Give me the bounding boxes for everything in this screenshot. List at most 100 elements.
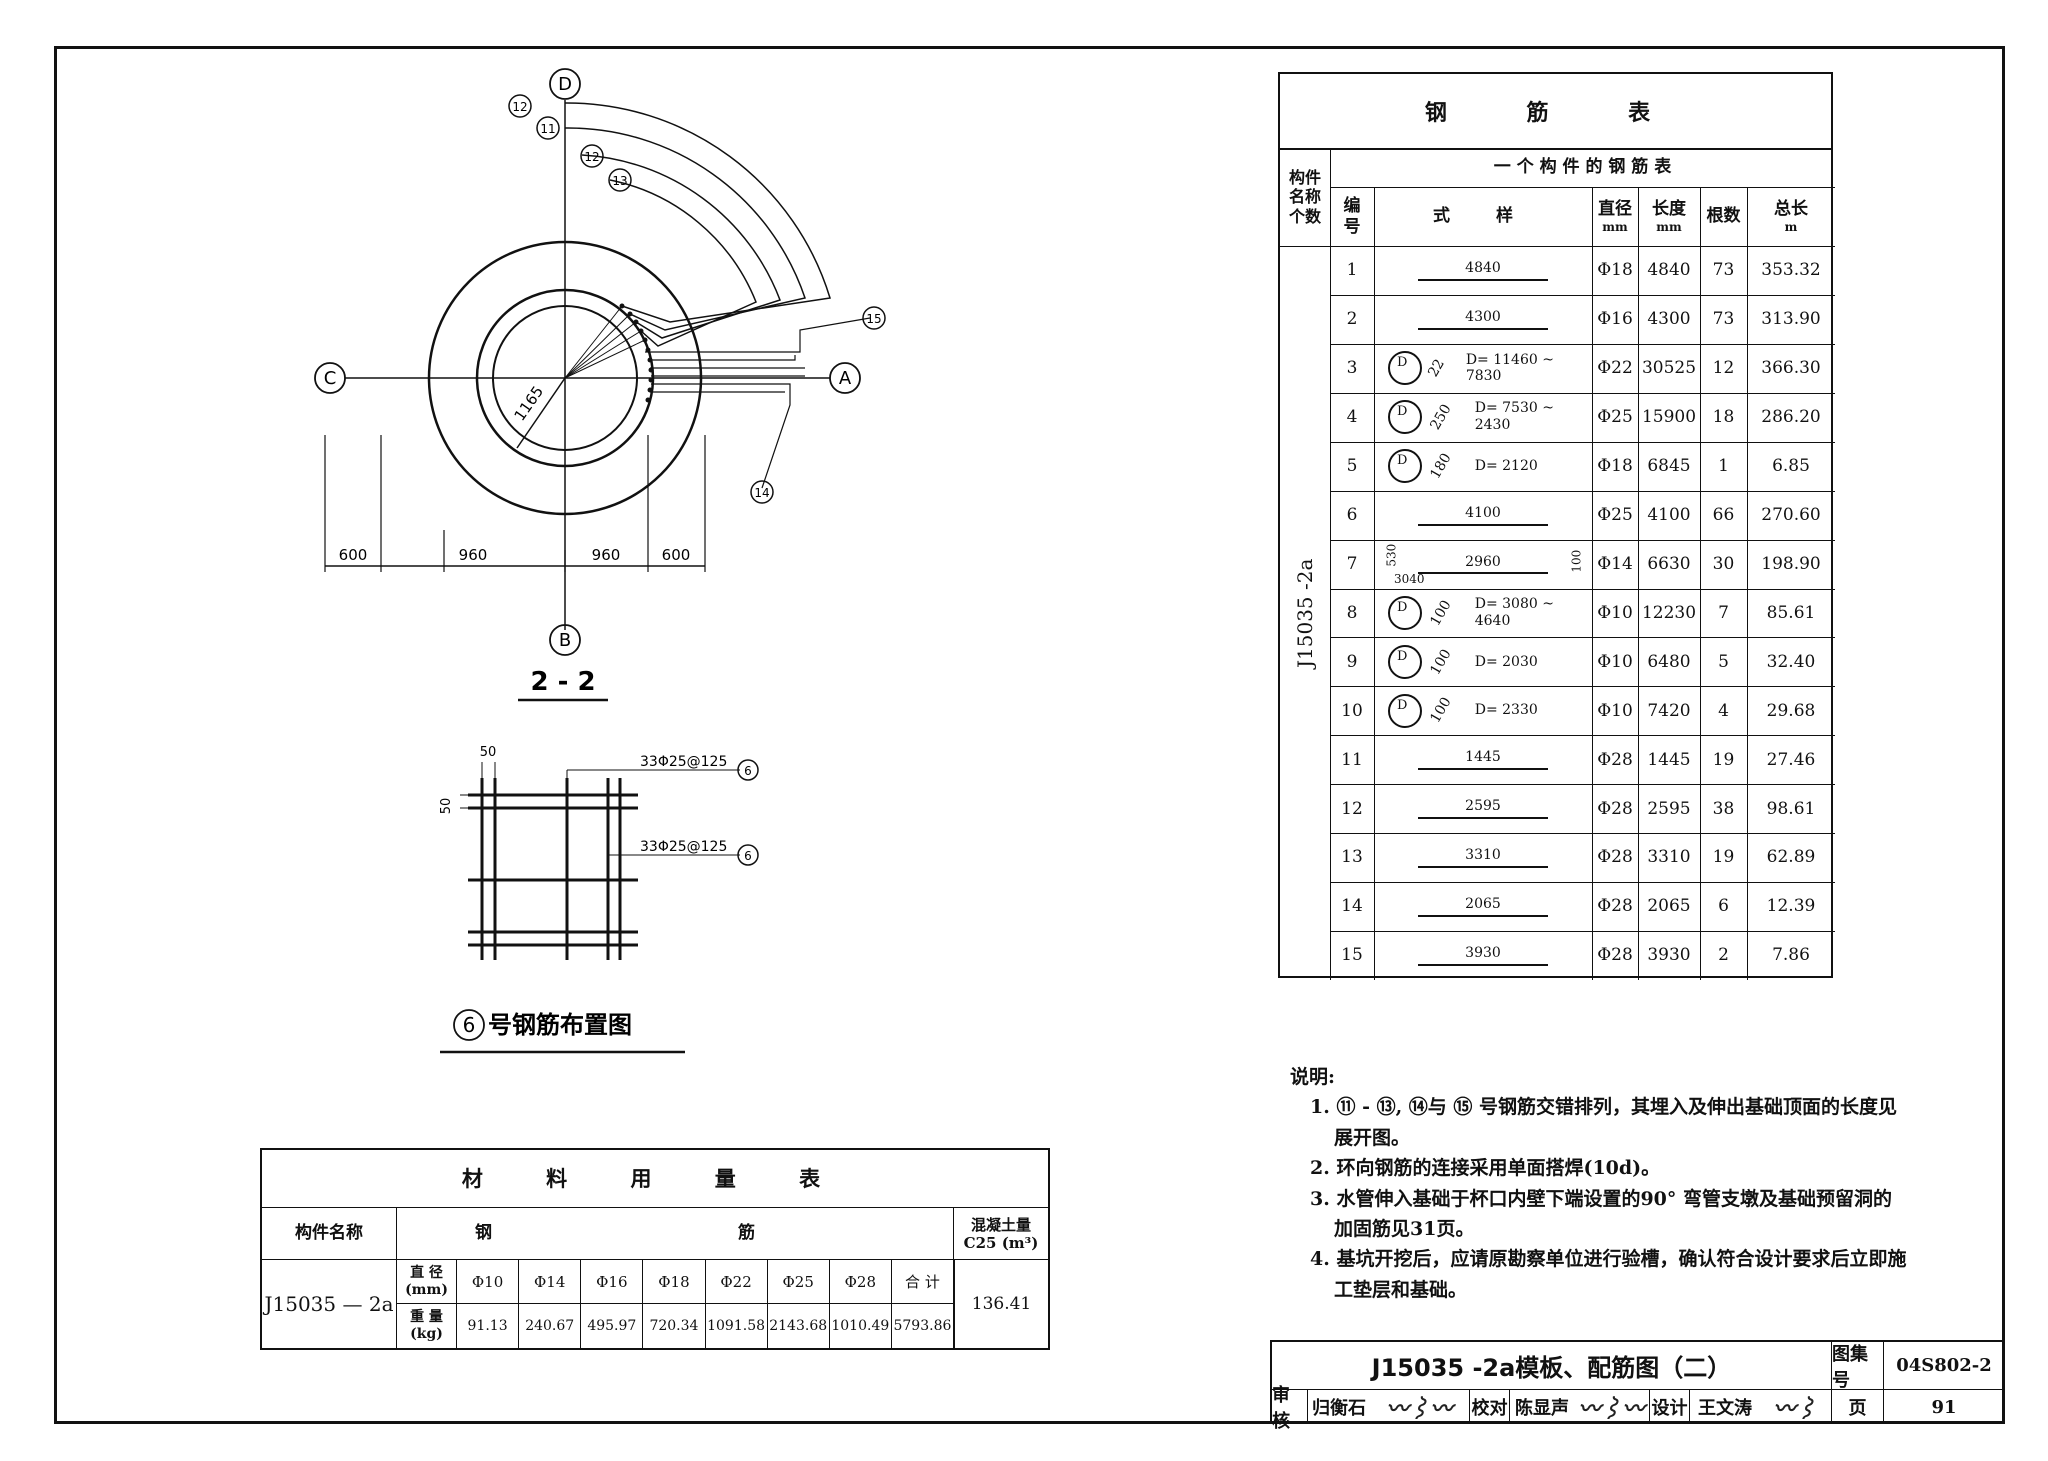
rebar-count: 1 [1718,455,1729,476]
rebar-dia: Φ14 [1597,553,1633,574]
rebar-total: 7.86 [1772,945,1810,966]
rebar-component-header: 构件名称个数 [1288,168,1321,226]
rebar-component-name: J15035 -2a [1293,558,1317,668]
material-diameter: 合 计 [891,1260,954,1304]
rebar-count: 30 [1712,553,1735,574]
col-total-unit: m [1784,219,1798,234]
rebar-count: 2 [1718,945,1729,966]
mark-12-top: 12 [512,100,527,114]
bar6-spacing-v: 50 [439,798,454,815]
rebar-total: 6.85 [1772,455,1810,476]
material-weight: 5793.86 [892,1304,954,1348]
rebar-len: 4100 [1647,504,1691,525]
rebar-total: 198.90 [1761,553,1821,574]
note-item: 1. ⑪ - ⑬, ⑭与 ⑮ 号钢筋交错排列，其埋入及伸出基础顶面的长度见展开图… [1310,1096,1898,1149]
axis-label-d: D [558,74,572,95]
rebar-len: 7420 [1647,700,1691,721]
material-col-steel: 钢 筋 [397,1208,954,1260]
rebar-total: 32.40 [1766,651,1816,672]
straight-bar-line [1418,866,1548,869]
rebar-total: 85.61 [1766,602,1816,623]
rebar-len: 3310 [1647,847,1691,868]
mark-15: 15 [866,312,881,326]
material-diameter: Φ28 [829,1260,892,1304]
rebar-dia: Φ28 [1597,896,1633,917]
ring-diameter-label: D= 7530 ~ 2430 [1474,400,1554,434]
axis-label-a: A [839,368,852,389]
rebar-no: 3 [1346,358,1358,379]
straight-bar-line [1418,817,1548,820]
ring-lap-label: 100 [1427,597,1455,629]
notes: 说明: 1. ⑪ - ⑬, ⑭与 ⑮ 号钢筋交错排列，其埋入及伸出基础顶面的长度… [1290,1062,1910,1305]
review-signature: 〰⌇〰 [1370,1390,1470,1424]
rebar-len: 15900 [1641,407,1697,428]
radius-label: 1165 [511,383,548,425]
ring-bar-icon: D [1388,449,1422,484]
bar6-title-mark: 6 [463,1013,476,1037]
straight-bar-line [1418,572,1548,575]
axis-label-b: B [559,630,571,651]
straight-bar-length-label: 2960 [1465,553,1501,570]
note-item: 3. 水管伸入基础于杯口内壁下端设置的90° 弯管支墩及基础预留洞的加固筋见31… [1310,1187,1893,1240]
bar6-mark-top: 6 [744,764,752,778]
atlas-no: 04S802-2 [1884,1342,2004,1390]
rebar-no: 12 [1341,798,1363,819]
rebar-no: 4 [1346,407,1358,428]
rebar-dia: Φ25 [1597,504,1633,525]
rebar-table: 钢 筋 表 构件名称个数 一 个 构 件 的 钢 筋 表 编号 式 样 直径 m… [1278,72,1835,980]
design-signature: 〰⌇ [1760,1390,1832,1424]
straight-bar-line [1418,963,1548,966]
rebar-dia: Φ10 [1597,651,1633,672]
check-signature: 〰⌇〰 [1574,1390,1650,1424]
rebar-shape: 1445 [1374,735,1592,784]
material-weight: 495.97 [581,1304,644,1348]
rebar-dia: Φ16 [1597,309,1633,330]
rebar-count: 73 [1712,260,1735,281]
bar6-layout-drawing: 50 50 33Φ25@125 33Φ25@125 6 6 6 号钢筋布置图 [439,745,759,1054]
material-concrete: 136.41 [954,1260,1048,1348]
bar6-spacing-h: 50 [480,745,497,760]
rebar-no: 6 [1346,504,1358,525]
ring-bar-icon: D [1388,595,1422,630]
section-title: 2 - 2 [530,667,595,697]
rebar-no: 11 [1341,749,1363,770]
rebar-len: 3930 [1647,945,1691,966]
rebar-len: 4840 [1647,260,1691,281]
rebar-total: 366.30 [1761,358,1821,379]
rebar-total: 12.39 [1766,896,1816,917]
straight-bar-length-label: 3310 [1465,847,1501,864]
section-2-2-drawing: D B C A 12 11 12 13 15 14 1165 600 960 9… [314,68,886,702]
material-col-concrete: 混凝土量 C25 (m³) [954,1208,1048,1260]
ring-diameter-label: D= 2330 [1474,702,1538,719]
rebar-count: 5 [1718,651,1729,672]
bent-bar-side-right: 100 [1569,549,1584,573]
axis-b-circle [549,624,581,656]
ring-bar-icon: D [1388,693,1422,728]
atlas-label: 图集号 [1832,1342,1884,1391]
rebar-dia: Φ28 [1597,847,1633,868]
material-diameter: Φ18 [643,1260,706,1304]
inner-ring-2 [492,305,638,451]
material-table: 材 料 用 量 表 构件名称 钢 筋 混凝土量 C25 (m³) J15035 … [260,1148,1050,1350]
rebar-shape: 4840 [1374,246,1592,295]
straight-bar-length-label: 2595 [1465,798,1501,815]
rebar-len: 4300 [1647,309,1691,330]
review-label: 审核 [1272,1385,1308,1432]
rebar-dia: Φ22 [1597,358,1633,379]
rebar-dia: Φ28 [1597,798,1633,819]
rebar-len: 2065 [1647,896,1691,917]
rebar-table-title: 钢 筋 表 [1280,74,1831,150]
page-label: 页 [1832,1390,1884,1424]
rebar-dia: Φ10 [1597,602,1633,623]
title-block: J15035 -2a模板、配筋图（二） 图集号 04S802-2 审核 归衡石 … [1270,1340,2004,1432]
col-no: 编号 [1343,196,1361,237]
rebar-dia: Φ25 [1597,407,1633,428]
straight-bar-length-label: 2065 [1465,896,1501,913]
ring-diameter-label: D= 3080 ~ 4640 [1474,596,1554,629]
ring-lap-label: 180 [1427,450,1455,482]
rebar-no: 10 [1341,700,1363,721]
